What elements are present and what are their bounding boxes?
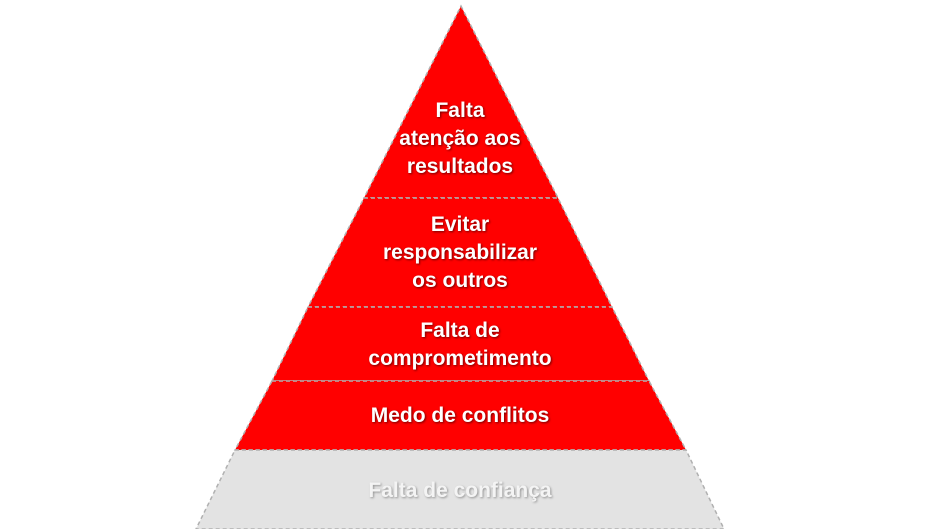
tier-accountability-line-3: os outros xyxy=(412,269,508,292)
tier-trust-line-1: Falta de confiança xyxy=(368,479,552,502)
tier-accountability-line-2: responsabilizar xyxy=(382,241,538,264)
tier-trust-label: Falta de confiança xyxy=(300,477,620,505)
tier-accountability-label: Evitar responsabilizar os outros xyxy=(300,211,620,295)
tier-results-label: Falta atenção aos resultados xyxy=(300,97,620,181)
tier-conflict-label: Medo de conflitos xyxy=(300,402,620,430)
tier-accountability-line-1: Evitar xyxy=(430,213,490,236)
tier-trust-shape xyxy=(195,449,725,529)
tier-results-line-1: Falta xyxy=(435,99,485,122)
tier-results-shape xyxy=(362,4,560,199)
tier-commitment-line-1: Falta de xyxy=(420,319,500,342)
tier-conflict-line-1: Medo de conflitos xyxy=(370,404,550,427)
tier-commitment-label: Falta de comprometimento xyxy=(300,317,620,373)
tier-results-line-3: resultados xyxy=(406,155,514,178)
tier-commitment-line-2: comprometimento xyxy=(368,347,552,370)
tier-results-line-2: atenção aos xyxy=(399,127,521,150)
